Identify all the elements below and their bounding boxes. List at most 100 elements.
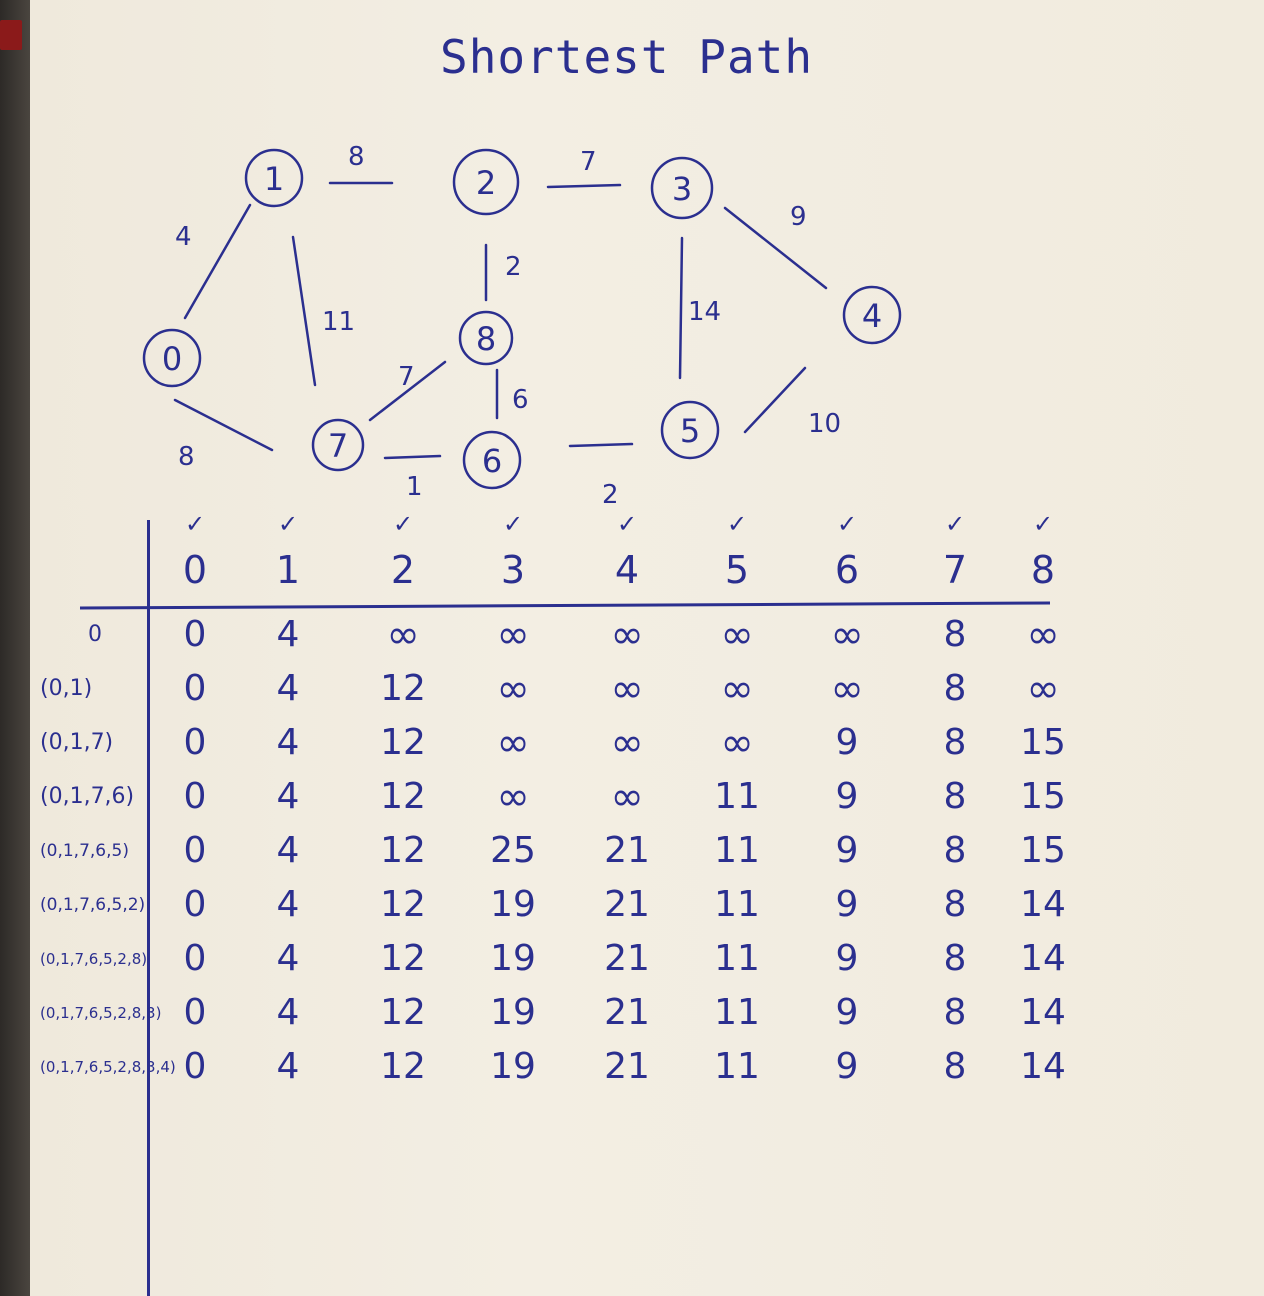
- node-2-label: 2: [476, 164, 496, 202]
- checkmark-col-0: ✓: [184, 510, 206, 538]
- table-cell: 11: [714, 884, 760, 925]
- table-cell: ∞: [1026, 666, 1060, 712]
- edge-3-4: [723, 206, 828, 290]
- table-cell: 9: [835, 776, 859, 817]
- column-header-2: 2: [390, 548, 416, 592]
- table-cell: 8: [943, 722, 967, 763]
- table-cell: 0: [183, 776, 207, 817]
- column-header-6: 6: [834, 548, 860, 592]
- node-7-circle: [311, 418, 365, 472]
- column-header-4: 4: [614, 548, 640, 592]
- edge-3-5: [678, 236, 684, 380]
- node-1-label: 1: [264, 160, 284, 198]
- notebook-page: [30, 0, 1264, 1296]
- edge-weight-0-7: 8: [178, 442, 195, 472]
- edge-weight-8-6: 6: [512, 385, 529, 415]
- table-cell: 11: [714, 938, 760, 979]
- row-label: 0: [88, 622, 102, 647]
- table-cell: 4: [276, 830, 300, 871]
- edge-4-5: [743, 366, 807, 434]
- edge-weight-4-5: 10: [808, 409, 841, 439]
- table-cell: 15: [1020, 776, 1066, 817]
- checkmark-col-2: ✓: [392, 510, 414, 538]
- checkmark-col-8: ✓: [1032, 510, 1054, 538]
- table-cell: 0: [183, 1046, 207, 1087]
- table-cell: ∞: [830, 666, 864, 712]
- table-cell: 0: [183, 884, 207, 925]
- table-cell: ∞: [496, 774, 530, 820]
- table-cell: ∞: [830, 612, 864, 658]
- column-header-8: 8: [1030, 548, 1056, 592]
- edge-weight-6-5: 2: [602, 480, 619, 510]
- table-cell: ∞: [386, 612, 420, 658]
- table-cell: 12: [380, 992, 426, 1033]
- table-cell: ∞: [720, 666, 754, 712]
- table-cell: 9: [835, 938, 859, 979]
- table-cell: 14: [1020, 884, 1066, 925]
- table-cell: 25: [490, 830, 536, 871]
- edge-weight-2-8: 2: [505, 252, 522, 282]
- table-cell: 21: [604, 1046, 650, 1087]
- checkmark-col-1: ✓: [277, 510, 299, 538]
- column-header-5: 5: [724, 548, 750, 592]
- table-cell: ∞: [496, 612, 530, 658]
- table-cell: 9: [835, 1046, 859, 1087]
- table-cell: 11: [714, 830, 760, 871]
- node-1-circle: [244, 148, 304, 208]
- edge-weight-2-3: 7: [580, 147, 597, 177]
- table-cell: ∞: [1026, 612, 1060, 658]
- table-cell: 0: [183, 938, 207, 979]
- table-cell: 12: [380, 776, 426, 817]
- edge-0-7: [173, 398, 274, 452]
- table-cell: 21: [604, 938, 650, 979]
- table-cell: 9: [835, 722, 859, 763]
- node-0-label: 0: [162, 340, 182, 378]
- node-8-label: 8: [476, 320, 496, 358]
- node-3-circle: [650, 156, 714, 220]
- table-cell: ∞: [496, 720, 530, 766]
- table-cell: 0: [183, 668, 207, 709]
- table-cell: 12: [380, 938, 426, 979]
- table-cell: ∞: [720, 612, 754, 658]
- table-cell: 15: [1020, 722, 1066, 763]
- table-cell: 8: [943, 992, 967, 1033]
- bookmark-tab: [0, 20, 22, 50]
- edge-weight-7-6: 1: [406, 472, 423, 502]
- row-label: (0,1): [40, 676, 93, 701]
- table-vertical-rule: [147, 520, 150, 1296]
- edge-weight-3-5: 14: [688, 297, 721, 327]
- checkmark-col-5: ✓: [726, 510, 748, 538]
- edge-1-7: [291, 235, 317, 387]
- table-cell: 14: [1020, 992, 1066, 1033]
- node-6-circle: [462, 430, 522, 490]
- graph-diagram: 1 2 3 4 0 8 7 6 5 4 8 7 9 11 2 14 8 7 6 …: [142, 142, 902, 510]
- node-3-label: 3: [672, 170, 692, 208]
- table-cell: 19: [490, 938, 536, 979]
- edge-weight-0-1: 4: [175, 222, 192, 252]
- table-cell: 9: [835, 884, 859, 925]
- edge-weight-3-4: 9: [790, 202, 807, 232]
- table-cell: 15: [1020, 830, 1066, 871]
- edge-weight-1-2: 8: [348, 142, 365, 172]
- table-cell: 4: [276, 722, 300, 763]
- table-cell: 8: [943, 884, 967, 925]
- table-cell: 12: [380, 668, 426, 709]
- checkmark-col-3: ✓: [502, 510, 524, 538]
- node-2-circle: [452, 148, 520, 216]
- table-cell: 4: [276, 992, 300, 1033]
- table-cell: 12: [380, 722, 426, 763]
- table-cell: ∞: [496, 666, 530, 712]
- table-cell: 8: [943, 668, 967, 709]
- table-cell: 8: [943, 830, 967, 871]
- table-cell: 0: [183, 992, 207, 1033]
- node-5-label: 5: [680, 412, 700, 450]
- table-cell: ∞: [720, 720, 754, 766]
- table-cell: 19: [490, 1046, 536, 1087]
- table-cell: 11: [714, 992, 760, 1033]
- row-label: (0,1,7): [40, 730, 114, 755]
- edge-7-6: [383, 454, 442, 460]
- edge-weight-1-7: 11: [322, 307, 355, 337]
- table-cell: 8: [943, 938, 967, 979]
- table-cell: 21: [604, 884, 650, 925]
- node-0-circle: [142, 328, 202, 388]
